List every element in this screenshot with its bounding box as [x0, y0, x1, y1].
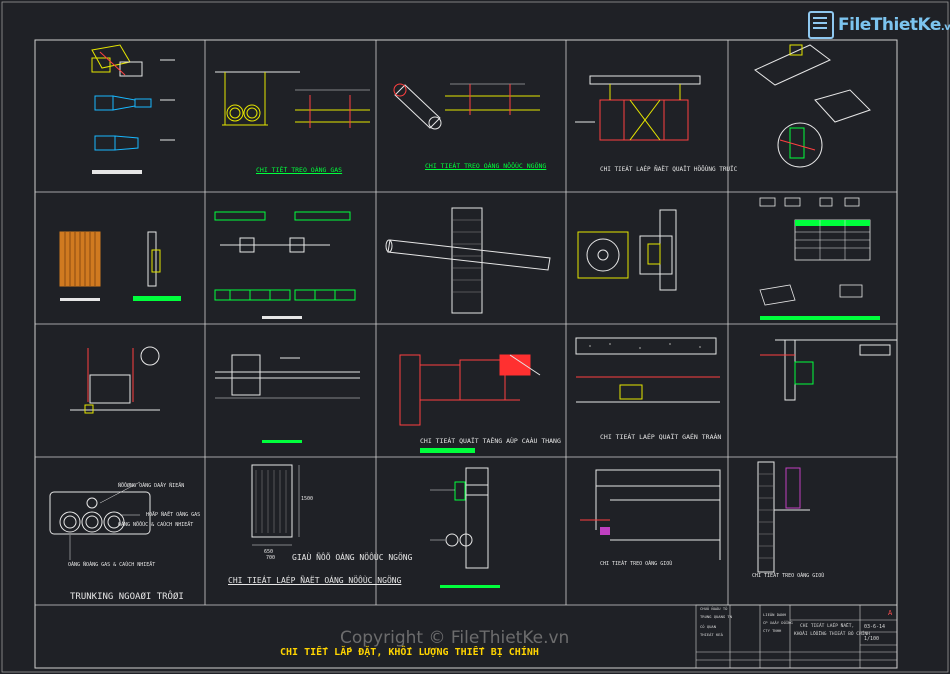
tb-company: CTY TNHH: [763, 628, 782, 633]
caption-wall-duct-hanger: CHI TIEÁT TREO OÁNG GIOÙ: [752, 573, 825, 579]
trunk-label-4: OÁNG ÑOÀNG GAS & CAÙCH NHIEÄT: [68, 562, 156, 568]
detail-duct-hanger-section: [580, 469, 721, 560]
tb-drawing-name-1: CHI TIEÁT LAÉP ÑAËT,: [800, 624, 855, 629]
panel-grid: [35, 40, 897, 606]
trunk-label-1: ÑÖÔØNG OÁNG DAÂY ÑIEÄN: [118, 483, 185, 489]
detail-louver-grille: [59, 231, 181, 301]
detail-equipment-table: [759, 197, 880, 320]
tb-construction: CP XAÂY DÖÏNG: [763, 620, 793, 625]
trunk-label-2: HOÄP ÑAËT OÁNG GAS: [146, 512, 201, 518]
detail-wall-mounted-fan: [577, 209, 677, 291]
tb-owner-label: CHUÛ ÑAÀU TÖ: [700, 606, 728, 611]
detail-pipe-fittings: [214, 211, 356, 319]
trunk-label-3: OÁNG NÖÔÙC & CAÙCH NHIEÄT: [118, 522, 194, 528]
caption-duct-hanger: CHI TIEÁT TREO OÁNG GIOÙ: [600, 561, 673, 567]
caption-condensate-installation: CHI TIEÁT LAÉP ÑAËT OÁNG NÖÔÙC NGÖNG: [228, 576, 402, 585]
tb-sheet-no: A: [888, 609, 893, 617]
detail-stair-pressurization-fan: [399, 354, 541, 453]
title-block: [695, 604, 898, 669]
dim-1500: 1500: [301, 496, 314, 502]
detail-pipe-elevation: [215, 354, 360, 443]
dim-700: 700: [266, 555, 276, 561]
logo-suffix: .vn: [940, 22, 950, 33]
tb-design: THIEÁT KEÁ: [700, 632, 723, 637]
sheet-inner-border: [34, 39, 898, 669]
detail-outdoor-trunking: [49, 481, 151, 560]
detail-pipe-clamps: [430, 467, 500, 588]
logo-brand: FileThietKe: [838, 15, 941, 35]
caption-condensate-support: GIAÙ ÑÔÕ OÁNG NÖÔÙC NGÖNG: [292, 553, 413, 562]
caption-ceiling-fan: CHI TIEÁT LAÉP QUAÏT GAÉN TRAÀN: [600, 433, 722, 441]
detail-ceiling-duct: [760, 339, 897, 401]
detail-duct-fittings: [91, 44, 175, 174]
tb-agency: CÔ QUAN: [700, 624, 717, 629]
detail-gas-pipe-hanger: [215, 71, 370, 128]
tb-joint-venture: LIEÂN DANH: [763, 612, 786, 617]
tb-scale: 1/100: [864, 636, 880, 642]
dim-650: 650: [264, 549, 274, 555]
tb-date: 03-6-14: [864, 624, 886, 630]
tb-drawing-name-2: KHOÁI LÖÔÏNG THIEÁT BÒ CHÍNH: [794, 632, 870, 637]
caption-stair-fan: CHI TIEÁT QUAÏT TAÊNG AÙP CAÀU THANG: [420, 437, 561, 445]
caption-outdoor-trunking: TRUNKING NGOAØI TRÔØI: [70, 592, 184, 602]
caption-condensate-pipe-hanger: CHI TIEÁT TREO OÁNG NÖÔÙC NGÖNG: [425, 162, 547, 170]
tb-owner-name: TRUNG QUANG TN: [700, 614, 733, 619]
detail-condensate-pipe-support: [251, 464, 300, 546]
detail-support-frame: [70, 346, 160, 414]
file-icon: [808, 11, 834, 39]
site-logo[interactable]: FileThietKe.vn: [808, 10, 950, 40]
detail-axial-fan: [575, 75, 701, 141]
detail-ceiling-fan: [575, 337, 720, 403]
caption-axial-fan: CHI TIEÁT LAÉP ÑAËT QUAÏT HÖÔÙNG TRUÏC: [600, 166, 738, 173]
sheet-title: CHI TIẾT LẮP ĐẶT, KHỐI LƯỢNG THIẾT BỊ CH…: [280, 647, 539, 658]
caption-gas-pipe-hanger: CHI TIẾT TREO OÁNG GAS: [256, 166, 343, 174]
copyright-watermark: Copyright © FileThietKe.vn: [340, 628, 570, 648]
detail-pipe-through-wall: [385, 207, 551, 314]
detail-duct-joints: [754, 44, 871, 168]
detail-condensate-pipe-hanger: [393, 83, 540, 130]
detail-wall-duct-hanger: [757, 461, 810, 573]
